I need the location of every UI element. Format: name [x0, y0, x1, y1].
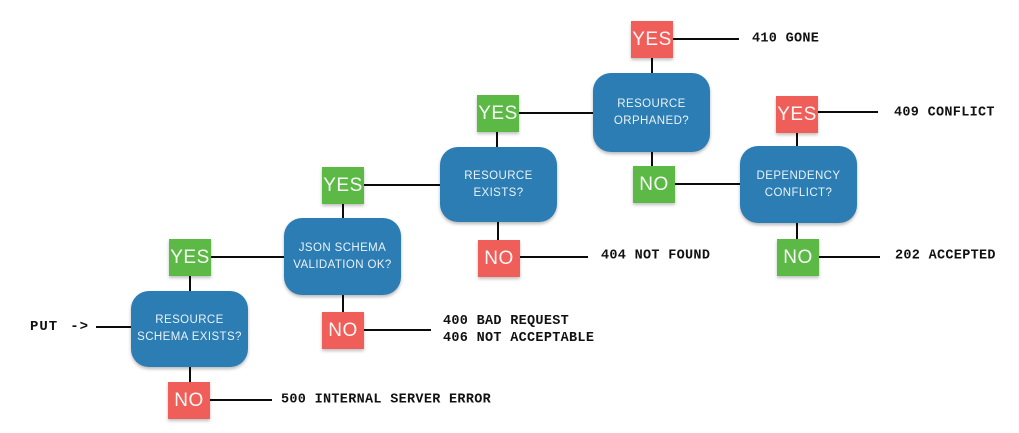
node-text-line: RESOURCE	[617, 97, 686, 110]
badge-yes-resource-schema-exists: YES	[169, 239, 211, 276]
node-text-line: JSON SCHEMA	[298, 241, 387, 254]
node-text-line: DEPENDENCY	[756, 169, 841, 182]
outcome-409-conflict: 409 CONFLICT	[894, 105, 995, 122]
outcome-text-line: 409 CONFLICT	[894, 105, 995, 121]
connector-yes2-to-node3	[364, 184, 440, 186]
node-dependency-conflict: DEPENDENCY CONFLICT?	[740, 146, 857, 223]
outcome-text-line: 500 INTERNAL SERVER ERROR	[281, 392, 492, 408]
connector-node5-to-yes5	[796, 132, 798, 146]
connector-node4-to-no4	[651, 152, 653, 166]
connector-node1-to-yes1	[189, 275, 191, 291]
node-text-line: VALIDATION OK?	[293, 258, 392, 271]
node-text-line: RESOURCE	[155, 314, 224, 327]
connector-start-to-node1	[96, 326, 131, 328]
outcome-410-gone: 410 GONE	[752, 31, 819, 48]
node-resource-schema-exists: RESOURCE SCHEMA EXISTS?	[131, 291, 248, 367]
connector-node5-to-no5	[796, 223, 798, 239]
start-label: PUT ->	[30, 319, 89, 335]
connector-node2-to-yes2	[342, 203, 344, 218]
badge-no-dependency-conflict: NO	[777, 239, 819, 276]
connector-no4-to-node5	[674, 183, 740, 185]
node-json-schema-validation-ok: JSON SCHEMA VALIDATION OK?	[284, 218, 401, 295]
badge-yes-resource-exists: YES	[477, 95, 519, 132]
badge-yes-json-schema-validation: YES	[322, 167, 364, 204]
outcome-text-line: 404 NOT FOUND	[601, 248, 711, 264]
connector-yes1-to-node2	[210, 256, 284, 258]
outcome-text-line: 400 BAD REQUEST	[443, 314, 570, 329]
node-resource-orphaned: RESOURCE ORPHANED?	[593, 73, 710, 152]
node-resource-exists: RESOURCE EXISTS?	[440, 147, 557, 222]
badge-no-json-schema-validation: NO	[322, 312, 364, 349]
outcome-404-not-found: 404 NOT FOUND	[601, 248, 710, 265]
connector-yes5-to-outcome409	[817, 111, 878, 113]
outcome-500-internal-server-error: 500 INTERNAL SERVER ERROR	[281, 392, 491, 409]
node-text-line: SCHEMA EXISTS?	[137, 331, 242, 343]
outcome-text-line: 202 ACCEPTED	[895, 248, 996, 264]
connector-no2-to-outcome400	[364, 329, 431, 331]
connector-no5-to-outcome202	[818, 256, 880, 258]
connector-no3-to-outcome404	[520, 256, 588, 258]
badge-no-resource-exists: NO	[478, 240, 520, 277]
node-text-line: EXISTS?	[473, 186, 524, 199]
connector-yes3-to-node4	[517, 112, 593, 114]
badge-yes-resource-orphaned: YES	[631, 21, 673, 58]
connector-yes4-to-outcome410	[673, 38, 739, 40]
badge-no-resource-orphaned: NO	[633, 166, 675, 203]
outcome-400-bad-request-406-not-acceptable: 400 BAD REQUEST 406 NOT ACCEPTABLE	[443, 313, 594, 347]
connector-node3-to-yes3	[496, 131, 498, 147]
connector-node1-to-no1	[189, 367, 191, 382]
node-text-line: RESOURCE	[464, 169, 533, 182]
outcome-202-accepted: 202 ACCEPTED	[895, 248, 996, 265]
outcome-text-line: 406 NOT ACCEPTABLE	[443, 331, 595, 346]
start-arrow: ->	[70, 319, 90, 335]
badge-yes-dependency-conflict: YES	[776, 96, 818, 133]
connector-no1-to-outcome500	[210, 399, 272, 401]
node-text-line: ORPHANED?	[613, 114, 690, 127]
connector-node2-to-no2	[342, 295, 344, 312]
connector-node3-to-no3	[497, 222, 499, 240]
connector-node4-to-yes4	[651, 57, 653, 73]
http-method-label: PUT	[30, 319, 59, 335]
badge-no-resource-schema-exists: NO	[168, 382, 210, 419]
node-text-line: CONFLICT?	[764, 186, 833, 199]
outcome-text-line: 410 GONE	[752, 31, 820, 47]
